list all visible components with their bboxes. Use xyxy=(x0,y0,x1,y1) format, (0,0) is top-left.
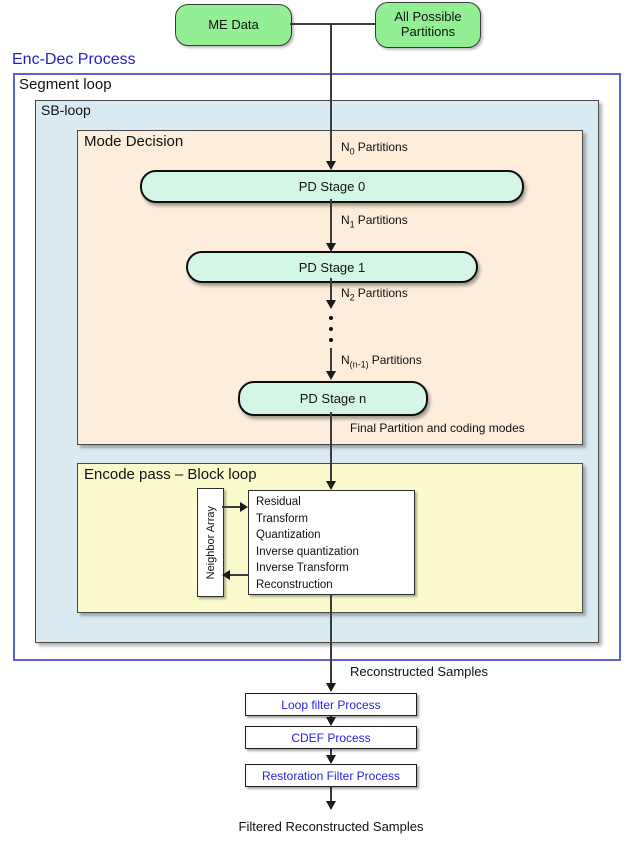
arrow-down-icon xyxy=(326,717,336,726)
ellipsis-dot xyxy=(329,338,333,342)
neighbor-array-box: Neighbor Array xyxy=(197,488,224,597)
op-residual: Residual xyxy=(256,496,301,508)
segment-loop-label: Segment loop xyxy=(19,76,112,93)
pd-stage-1-pill: PD Stage 1 xyxy=(186,251,478,283)
op-transform: Transform xyxy=(256,512,308,525)
neighbor-to-ops-line xyxy=(222,506,241,508)
arrow-down-icon xyxy=(326,300,336,309)
pd-stage-0-label: PD Stage 0 xyxy=(298,179,366,194)
segment-loop-frame: Segment loop xyxy=(13,73,621,661)
flow-line xyxy=(330,412,332,482)
flow-line xyxy=(330,714,332,719)
me-data-label: ME Data xyxy=(208,16,259,32)
arrow-left-icon xyxy=(222,570,230,580)
sb-loop-label: SB-loop xyxy=(41,102,91,118)
flow-line xyxy=(330,747,332,757)
filtered-reconstructed-samples-label: Filtered Reconstructed Samples xyxy=(238,819,424,834)
flow-line xyxy=(330,595,332,684)
ellipsis-dot xyxy=(329,327,333,331)
flow-line xyxy=(330,348,332,372)
pd-stage-n-label: PD Stage n xyxy=(299,391,367,406)
arrow-down-icon xyxy=(326,755,336,764)
mode-decision-label: Mode Decision xyxy=(84,133,184,150)
all-possible-partitions-label: All Possible Partitions xyxy=(394,9,462,39)
loop-filter-process-label: Loop filter Process xyxy=(281,697,381,712)
flow-line xyxy=(330,24,332,162)
diagram-title: Enc-Dec Process xyxy=(12,51,136,68)
pd-stage-1-label: PD Stage 1 xyxy=(298,259,366,275)
block-operations-box: Residual Transform Quantization Inverse … xyxy=(248,490,415,595)
arrow-down-icon xyxy=(326,243,336,252)
ellipsis-dot xyxy=(329,316,333,320)
ops-to-neighbor-line xyxy=(230,574,248,576)
me-data-box: ME Data xyxy=(175,4,292,46)
cdef-process-label: CDEF Process xyxy=(291,730,371,745)
pd-stage-n-pill: PD Stage n xyxy=(238,381,428,416)
all-possible-partitions-box: All Possible Partitions xyxy=(375,2,481,48)
flow-line xyxy=(330,199,332,244)
op-inverse-quantization: Inverse quantization xyxy=(256,545,359,558)
arrow-down-icon xyxy=(326,371,336,380)
flow-line xyxy=(330,785,332,802)
arrow-down-icon xyxy=(326,161,336,170)
nn1-partitions-label: N(n-1)Partitions xyxy=(341,353,422,370)
op-quantization: Quantization xyxy=(256,529,321,542)
encode-pass-label: Encode pass – Block loop xyxy=(84,466,257,483)
cdef-process-box: CDEF Process xyxy=(245,726,417,749)
flow-line xyxy=(330,278,332,301)
op-inverse-transform: Inverse Transform xyxy=(256,562,349,575)
arrow-down-icon xyxy=(326,481,336,490)
restoration-filter-process-box: Restoration Filter Process xyxy=(245,764,417,787)
neighbor-array-label: Neighbor Array xyxy=(204,505,217,580)
input-connector-line xyxy=(290,23,376,25)
arrow-down-icon xyxy=(326,801,336,810)
op-reconstruction: Reconstruction xyxy=(256,578,333,591)
reconstructed-samples-label: Reconstructed Samples xyxy=(350,664,489,679)
pd-stage-0-pill: PD Stage 0 xyxy=(140,170,524,203)
restoration-filter-process-label: Restoration Filter Process xyxy=(261,768,401,783)
final-partition-label: Final Partition and coding modes xyxy=(350,421,525,435)
loop-filter-process-box: Loop filter Process xyxy=(245,693,417,716)
arrow-down-icon xyxy=(326,683,336,692)
arrow-right-icon xyxy=(240,502,248,512)
